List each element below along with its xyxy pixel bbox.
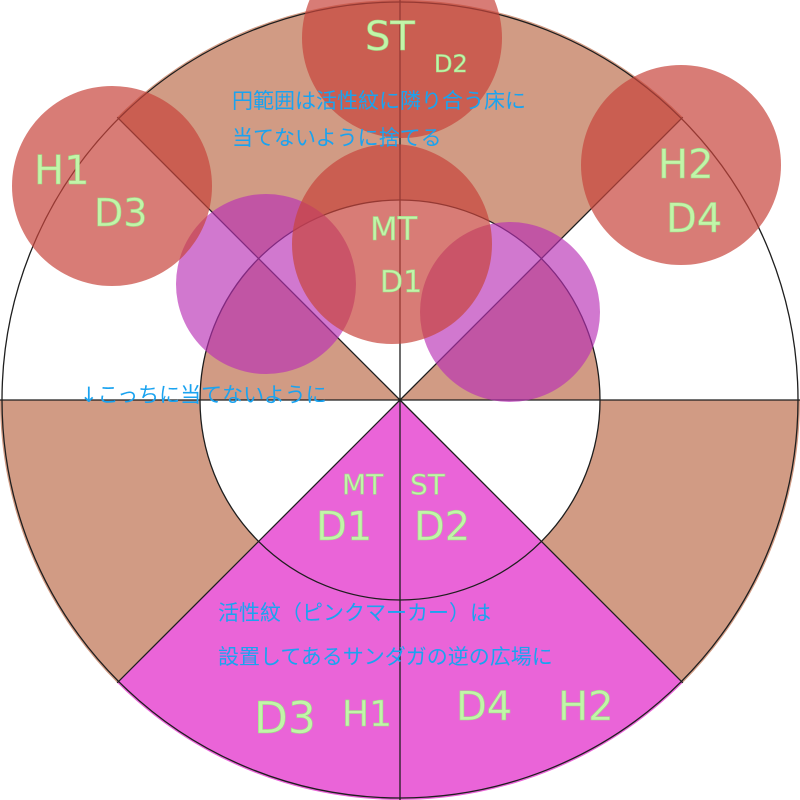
aoe-circle-right <box>581 65 781 265</box>
label-pink-outer-h1: H1 <box>342 694 392 735</box>
note-bottom-line-2: 設置してあるサンダガの逆の広場に <box>218 645 553 669</box>
note-bottom-line-1: 活性紋（ピンクマーカー）は <box>218 601 491 625</box>
label-center-role: MT <box>370 210 418 248</box>
note-middle: ↓こっちに当てないように <box>80 383 327 407</box>
label-pink-outer-d3: D3 <box>254 693 316 744</box>
position-labels: ST D2 MT D1 H1 D3 H2 D4 MT D1 ST D2 D3 H… <box>34 14 723 745</box>
label-right-role: H2 <box>658 142 714 188</box>
label-pink-left-role: MT <box>342 468 384 501</box>
aoe-circle-top <box>302 0 502 138</box>
ring-sector-right <box>541 400 800 683</box>
label-top-role: ST <box>365 14 415 60</box>
label-pink-left-sub: D1 <box>316 504 372 550</box>
label-top-sub: D2 <box>434 50 468 78</box>
aoe-circles <box>12 0 781 402</box>
label-right-sub: D4 <box>666 196 722 242</box>
note-top-line-1: 円範囲は活性紋に隣り合う床に <box>232 89 526 113</box>
aoe-circle-left <box>12 86 212 286</box>
label-center-sub: D1 <box>380 265 422 300</box>
line-diagonal-bottom-right <box>399 399 684 684</box>
label-left-role: H1 <box>34 148 90 194</box>
label-pink-right-sub: D2 <box>414 504 470 550</box>
label-pink-right-role: ST <box>410 468 446 501</box>
label-pink-outer-d4: D4 <box>456 684 512 730</box>
notes: 円範囲は活性紋に隣り合う床に 当てないように捨てる ↓こっちに当てないように 活… <box>80 89 553 669</box>
aoe-circle-center <box>292 144 492 344</box>
label-pink-outer-h2: H2 <box>558 684 614 730</box>
ring-sector-left <box>0 400 259 683</box>
label-left-sub: D3 <box>94 191 147 235</box>
note-top-line-2: 当てないように捨てる <box>232 126 442 150</box>
line-diagonal-bottom-left <box>116 399 401 684</box>
